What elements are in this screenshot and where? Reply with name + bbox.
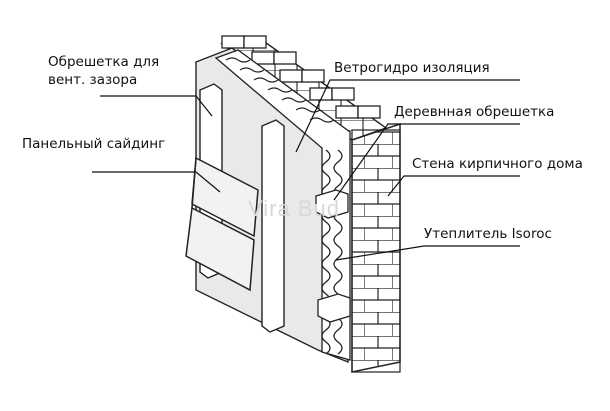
wooden-lathing-blocks <box>315 189 351 323</box>
brick-wall-label: Стена кирпичного дома <box>412 156 583 172</box>
leader-lines <box>92 79 520 261</box>
insulation-label: Утеплитель Isoroc <box>424 226 552 242</box>
panel-siding <box>185 156 259 292</box>
vent-lathing-label-line1: Обрешетка для <box>48 54 160 70</box>
watermark-text: Vira Bud <box>248 196 340 221</box>
vent-lathing-label-line2: вент. зазора <box>48 72 138 88</box>
wind-water-insulation-label: Ветрогидро изоляция <box>334 60 490 76</box>
wooden-lathing-label: Деревнная обрешетка <box>394 104 555 120</box>
panel-siding-label: Панельный сайдинг <box>22 136 166 152</box>
